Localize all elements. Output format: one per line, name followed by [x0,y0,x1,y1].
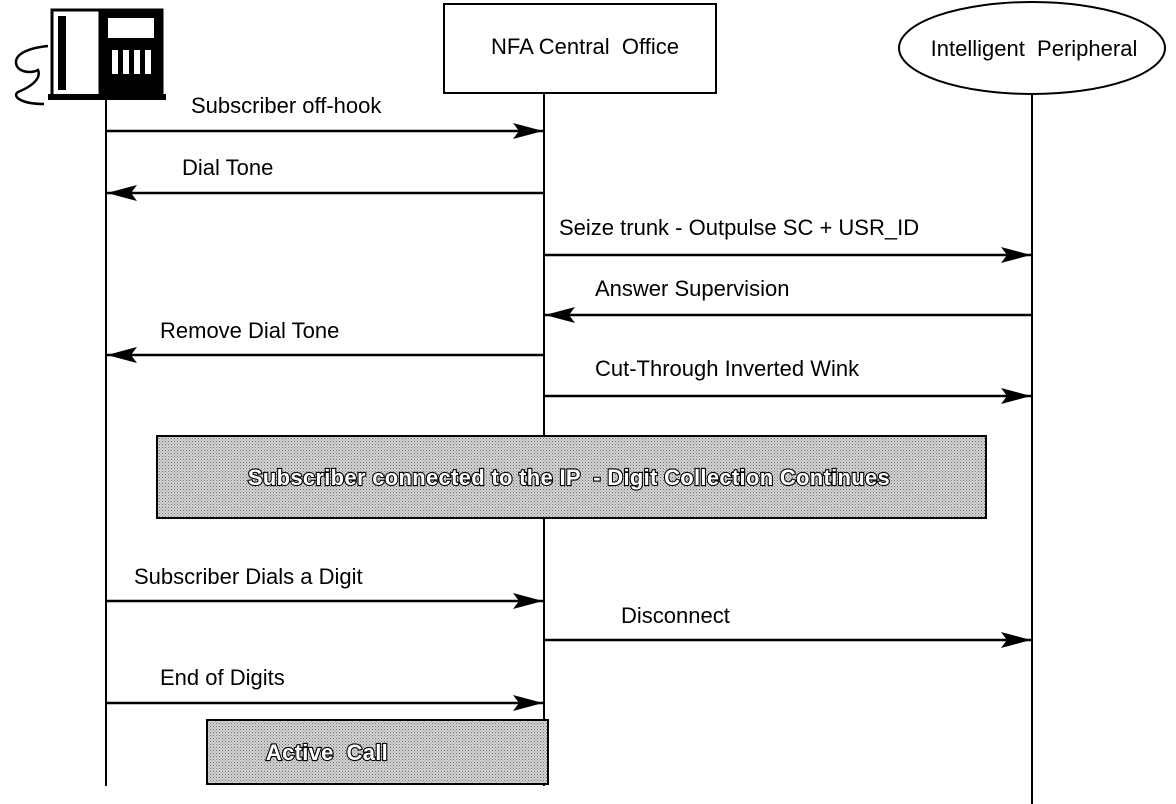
message-label: Cut-Through Inverted Wink [595,356,860,381]
note-label: Active Call [266,740,388,765]
message-disconnect: Disconnect [544,603,1031,648]
peripheral-header: Intelligent Peripheral [898,1,1166,95]
peripheral-label: Intelligent Peripheral [931,36,1138,61]
message-dial-tone: Dial Tone [107,155,544,201]
central-office-label: NFA Central Office [491,34,679,59]
note-active-call: Active Call [206,719,549,785]
message-label: Disconnect [621,603,730,628]
message-seize-trunk: Seize trunk - Outpulse SC + USR_ID [544,215,1031,263]
message-label: Subscriber Dials a Digit [134,564,363,589]
note-label: Subscriber connected to the IP - Digit C… [248,465,890,490]
central-office-header: NFA Central Office [443,3,717,94]
message-label: End of Digits [160,665,285,690]
message-label: Seize trunk - Outpulse SC + USR_ID [559,215,919,240]
message-remove-dial-tone: Remove Dial Tone [107,318,544,363]
message-subscriber-dials-digit: Subscriber Dials a Digit [106,564,543,609]
message-label: Dial Tone [182,155,273,180]
message-answer-supervision: Answer Supervision [545,276,1032,323]
message-end-of-digits: End of Digits [106,665,543,711]
note-subscriber-connected: Subscriber connected to the IP - Digit C… [156,435,987,519]
message-label: Subscriber off-hook [191,93,382,118]
telephone-icon [14,8,166,106]
message-subscriber-off-hook: Subscriber off-hook [106,93,543,139]
message-label: Remove Dial Tone [160,318,339,343]
message-cut-through-wink: Cut-Through Inverted Wink [544,356,1031,404]
message-label: Answer Supervision [595,276,789,301]
